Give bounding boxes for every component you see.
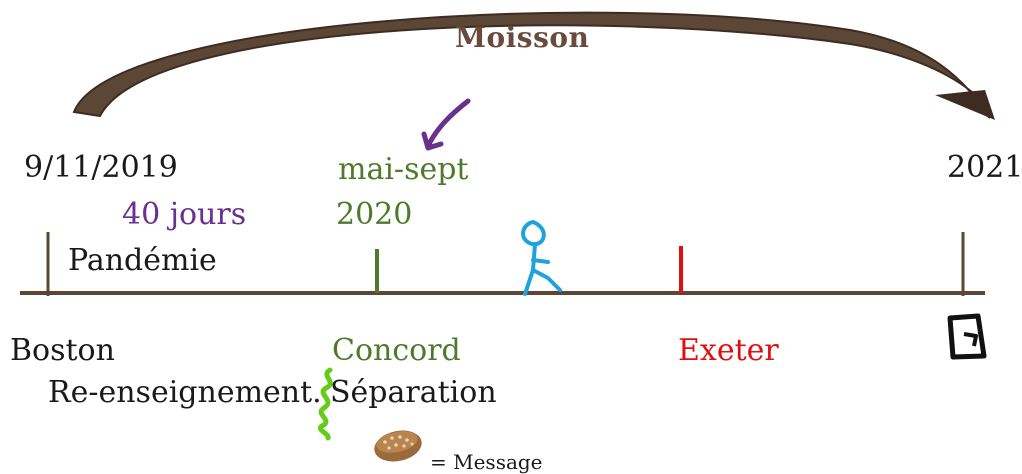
- pandemic-duration: 40 jours: [122, 197, 247, 232]
- place-concord: Concord: [332, 333, 461, 368]
- date-start: 9/11/2019: [24, 150, 178, 185]
- arrow-head: [935, 90, 995, 120]
- legend-text: = Message: [430, 450, 543, 474]
- squiggle-icon: [318, 367, 333, 441]
- phase-reteaching: Re-enseignement.: [48, 375, 322, 410]
- phase-separation: Séparation: [330, 375, 497, 410]
- arc-label: Moisson: [455, 21, 590, 54]
- concord-months: mai-sept: [338, 152, 469, 187]
- place-boston: Boston: [10, 333, 115, 368]
- pandemic-label: Pandémie: [68, 243, 217, 278]
- door-icon: [947, 313, 987, 360]
- pointer-arrow-icon: [421, 98, 471, 151]
- bread-icon: [374, 430, 422, 462]
- date-end: 2021: [947, 150, 1022, 185]
- place-exeter: Exeter: [678, 333, 779, 368]
- stick-figure-icon: [521, 220, 562, 296]
- concord-year: 2020: [336, 197, 413, 232]
